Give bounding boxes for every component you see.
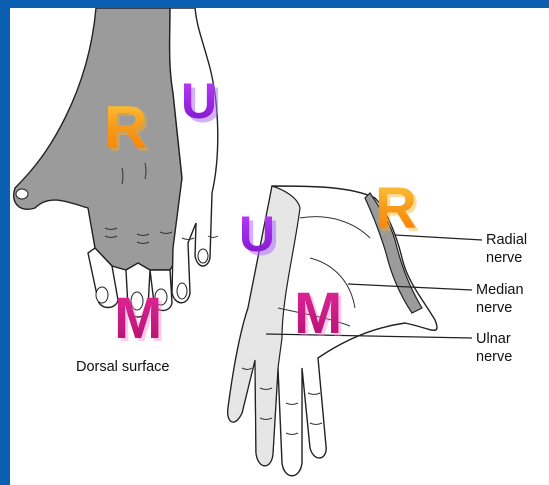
- ulnar-nerve-label-line2: nerve: [476, 348, 512, 366]
- palmar-median-letter: M: [294, 281, 342, 346]
- dorsal-radial-region: [14, 8, 182, 270]
- ulnar-nerve-label: Ulnar nerve: [476, 330, 512, 366]
- ulnar-nerve-label-line1: Ulnar: [476, 330, 512, 348]
- dorsal-surface-caption: Dorsal surface: [76, 358, 169, 376]
- dorsal-ulnar-letter: U: [181, 73, 217, 129]
- dorsal-median-letter: M: [114, 286, 162, 351]
- diagram-panel: R R U U M M R R U U M M Dorsal surface R…: [10, 8, 549, 485]
- dorsal-radial-letter: R: [104, 94, 147, 161]
- palmar-ulnar-letter: U: [239, 206, 275, 262]
- median-nerve-label: Median nerve: [476, 281, 524, 317]
- radial-nerve-label-line1: Radial: [486, 231, 527, 249]
- radial-nerve-label: Radial nerve: [486, 231, 527, 267]
- radial-nerve-label-line2: nerve: [486, 249, 527, 267]
- median-nerve-label-line1: Median: [476, 281, 524, 299]
- palmar-radial-letter: R: [375, 176, 417, 241]
- median-nerve-label-line2: nerve: [476, 299, 524, 317]
- hand-innervation-diagram: R R U U M M R R U U M M: [10, 8, 549, 485]
